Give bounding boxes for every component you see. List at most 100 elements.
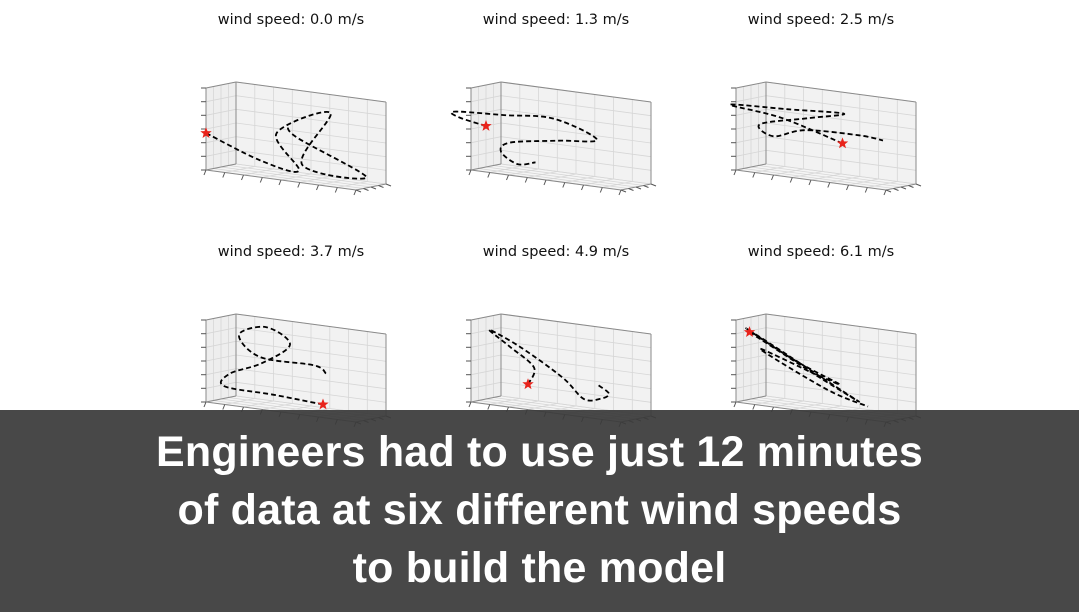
axis-tick xyxy=(908,185,914,188)
grid-line xyxy=(792,171,823,178)
grid-line xyxy=(235,368,387,390)
grid-line xyxy=(583,178,614,186)
axis-tick xyxy=(827,182,831,188)
axis-tick xyxy=(524,177,528,183)
axis-tick xyxy=(203,401,207,408)
axis-tick xyxy=(599,187,603,193)
axis-tick xyxy=(378,185,384,188)
caption-line-1: Engineers had to use just 12 minutes xyxy=(155,428,924,476)
grid-line xyxy=(235,327,387,349)
caption-line-3: to build the model xyxy=(352,544,727,592)
grid-line xyxy=(235,136,387,158)
grid-line xyxy=(489,166,520,173)
grid-line xyxy=(500,327,652,349)
axis-tick xyxy=(297,182,301,188)
axis-edge xyxy=(235,313,387,335)
plot-title-1: wind speed: 0.0 m/s xyxy=(217,12,365,28)
grid-line xyxy=(235,149,387,171)
trajectory-line xyxy=(729,103,884,145)
axis-tick xyxy=(259,177,263,183)
grid-line xyxy=(489,398,520,405)
grid-line xyxy=(602,181,633,188)
axis-tick xyxy=(733,401,737,408)
grid-line xyxy=(848,178,879,186)
plot-3d-3 xyxy=(729,81,922,196)
grid-line xyxy=(508,168,539,176)
plot-title-6: wind speed: 6.1 m/s xyxy=(747,244,895,260)
start-star-marker xyxy=(200,127,212,138)
caption-overlay: Engineers had to use just 12 minutes of … xyxy=(0,410,1079,612)
grid-line xyxy=(500,149,652,171)
grid-line xyxy=(280,173,312,181)
grid-line xyxy=(829,176,860,183)
axis-tick xyxy=(222,172,226,178)
start-star-marker xyxy=(522,378,534,390)
axis-tick xyxy=(883,189,887,196)
axis-tick xyxy=(562,182,566,188)
axis-tick xyxy=(203,169,207,176)
plot-panel-3: wind speed: 2.5 m/s xyxy=(696,12,946,222)
axis-edge xyxy=(235,81,387,103)
axis-tick xyxy=(468,401,472,408)
axis-edge xyxy=(735,81,767,89)
trajectory-line xyxy=(205,111,368,180)
axis-tick xyxy=(893,188,899,191)
grid-line xyxy=(235,122,387,144)
axis-tick xyxy=(370,186,377,190)
start-star-marker xyxy=(836,137,849,149)
grid-line xyxy=(500,340,652,362)
plot-title-2: wind speed: 1.3 m/s xyxy=(482,12,630,28)
start-star-marker xyxy=(743,326,756,337)
grid-line xyxy=(235,95,387,117)
axis-tick xyxy=(628,188,634,191)
grid-line xyxy=(500,136,652,158)
grid-line xyxy=(773,400,804,408)
grid-line xyxy=(500,108,652,130)
axis-tick xyxy=(864,187,868,193)
axis-edge xyxy=(735,163,767,171)
plot-title-3: wind speed: 2.5 m/s xyxy=(747,12,895,28)
axis-tick xyxy=(733,169,737,176)
grid-line xyxy=(500,354,652,376)
axis-tick xyxy=(650,183,657,187)
axis-edge xyxy=(205,163,237,171)
axis-tick xyxy=(846,184,849,191)
grid-line xyxy=(765,95,917,117)
grid-line xyxy=(243,400,274,408)
grid-line xyxy=(235,381,387,403)
axis-tick xyxy=(487,404,491,410)
axis-tick xyxy=(885,189,892,193)
grid-line xyxy=(765,327,917,349)
grid-line xyxy=(508,400,539,408)
trajectory-line xyxy=(488,328,610,402)
caption-line-2: of data at six different wind speeds xyxy=(177,486,902,534)
grid-line xyxy=(500,122,652,144)
grid-line xyxy=(773,168,804,176)
axis-edge xyxy=(470,313,502,321)
axis-tick xyxy=(620,189,627,193)
trajectory-line xyxy=(450,110,598,166)
axis-tick xyxy=(487,172,491,178)
axis-edge xyxy=(470,163,502,171)
axis-edge xyxy=(735,313,767,321)
grid-line xyxy=(262,403,293,410)
axis-tick xyxy=(771,174,774,181)
grid-line xyxy=(235,108,387,130)
grid-line xyxy=(224,398,255,405)
grid-line xyxy=(765,108,917,130)
axis-tick xyxy=(752,404,756,410)
axis-tick xyxy=(363,188,369,191)
grid-line xyxy=(262,171,293,178)
plot-panel-2: wind speed: 1.3 m/s xyxy=(431,12,681,222)
axis-edge xyxy=(765,81,917,103)
axis-edge xyxy=(205,395,237,403)
grid-line xyxy=(243,168,274,176)
grid-line xyxy=(765,381,917,403)
axis-tick xyxy=(543,179,547,186)
grid-line xyxy=(792,403,823,410)
grid-line xyxy=(765,340,917,362)
axis-edge xyxy=(500,81,652,103)
axis-tick xyxy=(808,179,812,186)
grid-line xyxy=(500,368,652,390)
grid-line xyxy=(500,95,652,117)
